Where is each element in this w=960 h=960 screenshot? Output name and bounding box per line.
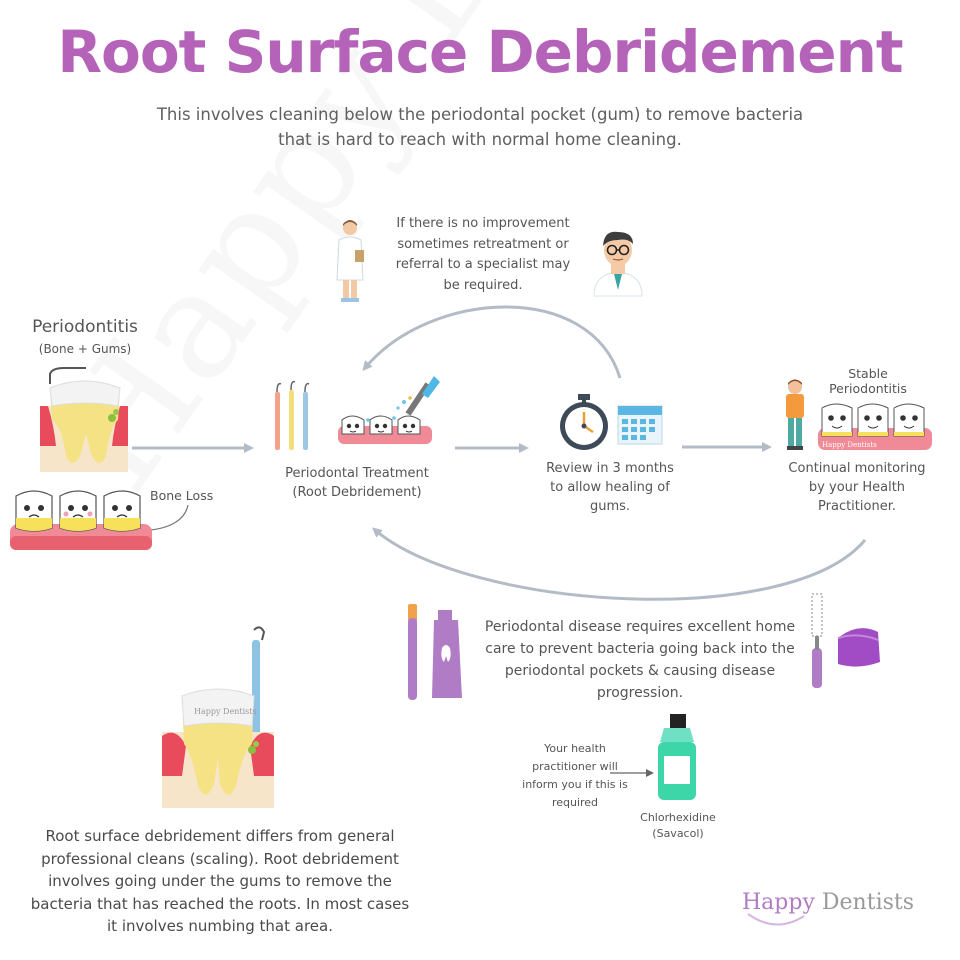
stable-gum-text: Happy Dentists	[822, 441, 877, 449]
home-care-text: Periodontal disease requires excellent h…	[484, 619, 796, 701]
doctor-icon	[593, 231, 643, 297]
practitioner-boy-icon	[786, 379, 804, 450]
practitioner-note: Your health practitioner will inform you…	[522, 742, 628, 809]
bone-loss-teeth-icon	[10, 490, 152, 550]
page-title: Root Surface Debridement	[57, 18, 903, 86]
arrow-monitoring-loop	[371, 527, 867, 601]
debridement-tooth-icon: Happy Dentists	[162, 626, 274, 808]
debridement-note: Root surface debridement differs from ge…	[30, 827, 410, 935]
sad-tooth-3	[103, 490, 141, 532]
toothbrush-toothpaste-icon	[408, 604, 462, 700]
bone-loss-pointer	[149, 504, 189, 531]
periodontitis-title: Periodontitis	[32, 317, 138, 337]
stopwatch-icon	[560, 394, 608, 450]
stable-teeth-icon: Happy Dentists	[818, 403, 932, 450]
logo-part-2: Dentists	[814, 890, 915, 915]
page-subtitle: This involves cleaning below the periodo…	[156, 105, 804, 149]
happy-dentists-logo: Happy Dentists	[742, 890, 914, 915]
calendar-icon	[617, 405, 663, 445]
stable-label: Continual monitoring by your Health Prac…	[788, 461, 926, 514]
dental-instruments-icon	[275, 380, 310, 450]
chlorhexidine-label: Chlorhexidine (Savacol)	[640, 811, 716, 840]
sad-tooth-2	[59, 490, 97, 532]
chlorhexidine-bottle-icon	[658, 714, 696, 800]
interdental-brush-floss-icon	[811, 593, 880, 688]
periodontitis-subtitle: (Bone + Gums)	[38, 342, 132, 356]
arrow-retreatment-loop	[362, 305, 622, 379]
retreatment-note: If there is no improvement sometimes ret…	[395, 216, 571, 293]
treatment-label: Periodontal Treatment (Root Debridement)	[285, 466, 429, 500]
tooth-crown-text: Happy Dentists	[194, 707, 257, 716]
nurse-icon	[336, 220, 364, 302]
stable-title: Stable Periodontitis	[829, 366, 907, 396]
review-label: Review in 3 months to allow healing of g…	[546, 461, 674, 514]
logo-part-1: Happy	[742, 890, 815, 915]
treatment-teeth-icon	[338, 376, 440, 444]
bone-loss-label: Bone Loss	[150, 488, 214, 503]
logo-smile-icon	[747, 913, 805, 926]
sad-tooth-1	[15, 490, 53, 532]
periodontitis-tooth-icon	[40, 367, 128, 472]
